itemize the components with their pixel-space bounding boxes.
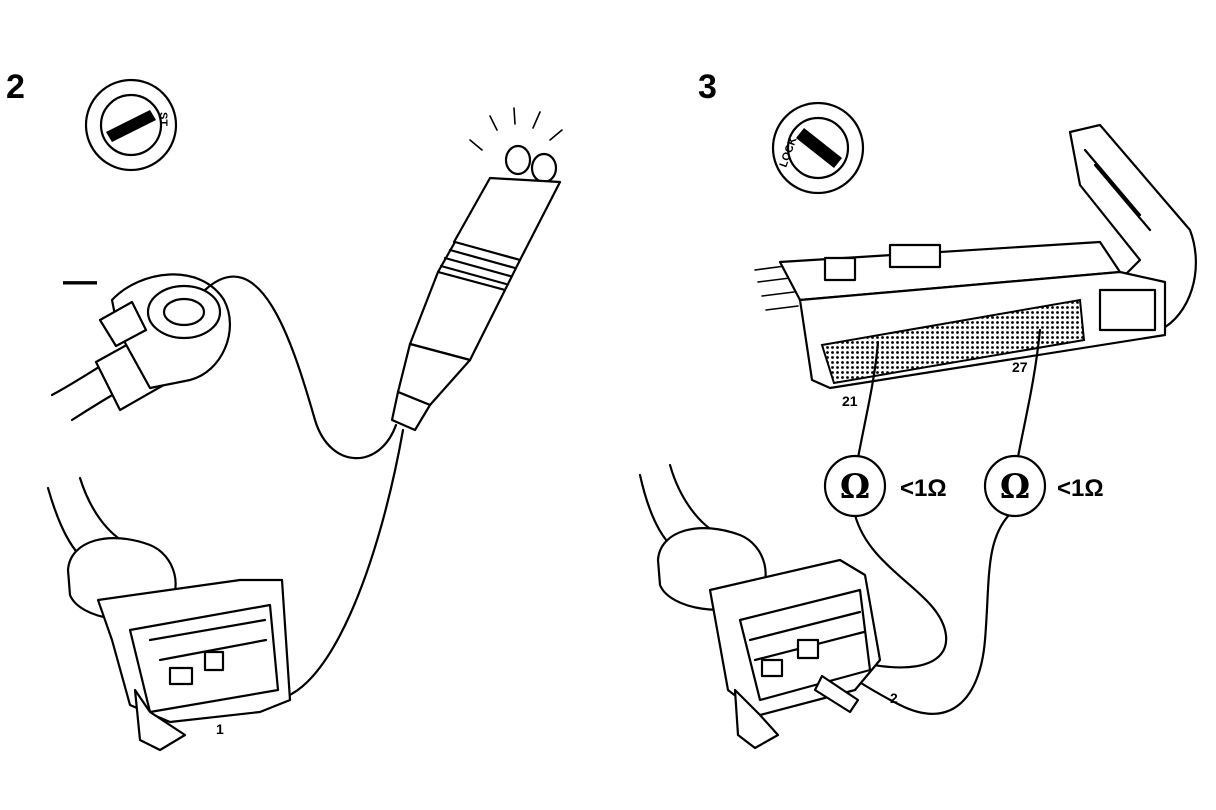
lead-connector-a <box>818 513 948 669</box>
ohmmeter-1-icon: Ω <1Ω <box>823 454 947 518</box>
resistance-reading: <1Ω <box>1057 475 1104 502</box>
step-number: 2 <box>6 68 25 106</box>
pin-label-21: 21 <box>842 393 858 409</box>
ohm-symbol: Ω <box>1000 467 1030 507</box>
ohm-symbol: Ω <box>840 467 870 507</box>
battery-negative-terminal-icon: — <box>50 262 232 422</box>
test-lead-battery <box>203 275 398 460</box>
ohmmeter-2-icon: Ω <1Ω <box>983 454 1104 518</box>
injector-connector-icon: 2 <box>638 463 898 750</box>
ecu-connector-icon: 21 27 <box>754 123 1197 409</box>
step-number: 3 <box>698 68 717 106</box>
lead-pin-21 <box>856 340 880 460</box>
pin-label: 2 <box>890 690 898 706</box>
pin-label-27: 27 <box>1012 359 1028 375</box>
panel-step-2: 2 ST — <box>6 68 563 752</box>
ignition-switch-start-icon: ST <box>84 78 178 172</box>
polarity-label: — <box>63 262 97 300</box>
lead-pin-27 <box>1016 328 1042 459</box>
resistance-reading: <1Ω <box>900 475 947 502</box>
test-lamp-icon <box>390 107 563 432</box>
pin-label: 1 <box>216 721 224 737</box>
ignition-switch-lock-icon: LOCK <box>771 101 865 195</box>
injector-connector-icon: 1 <box>46 476 292 752</box>
panel-step-3: 3 LOCK 21 27 Ω <box>638 68 1197 750</box>
ignition-position-label: ST <box>157 112 169 126</box>
